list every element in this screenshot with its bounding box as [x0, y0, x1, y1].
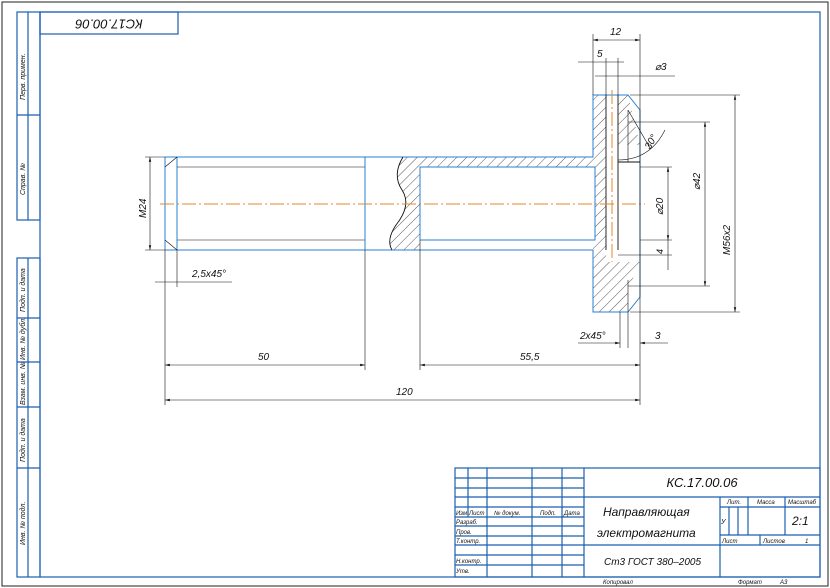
sheets-total: 1 [805, 539, 808, 545]
dim-phi3: ⌀3 [655, 62, 667, 73]
litera-value: У [720, 519, 727, 526]
dim-chamfer-2-5x45: 2,5x45° [191, 269, 226, 280]
tb-header-izm: Изм [456, 511, 467, 517]
strip-label: Инв. № подл. [19, 502, 27, 545]
tb-header-doc: № докум. [494, 510, 520, 517]
dim-angle-30: 30° [643, 133, 660, 152]
rotated-code-box [39, 11, 179, 35]
strip-label: Подп. и дата [19, 418, 27, 462]
scale-value: 2:1 [791, 514, 809, 528]
dim-m56x2: M56x2 [722, 225, 733, 255]
strip-label: Справ. № [20, 163, 27, 195]
dim-5: 5 [597, 49, 603, 60]
tb-header-sign: Подп. [540, 511, 556, 517]
tb-role: Разраб. [456, 520, 478, 526]
tb-role: Н.контр. [456, 559, 481, 565]
sheet-label: Лист [721, 539, 737, 545]
scale-label: Масштаб [788, 500, 817, 506]
tb-header-date: Дата [563, 511, 580, 517]
dim-phi42: ⌀42 [692, 172, 703, 190]
dim-55-5: 55,5 [520, 352, 540, 363]
strip-label: Инв. № дубл. [19, 317, 27, 360]
dim-phi20: ⌀20 [655, 197, 666, 215]
part-section [160, 90, 645, 313]
drawing-name-line2: электромагнита [597, 526, 696, 540]
dim-4: 4 [655, 249, 665, 254]
tb-role: Пров. [456, 530, 472, 536]
drawing-code: КС.17.00.06 [666, 475, 738, 490]
lit-label: Лит. [726, 500, 741, 506]
dim-50: 50 [258, 352, 270, 363]
material: Ст3 ГОСТ 380–2005 [604, 557, 701, 568]
format-value: А3 [779, 580, 788, 586]
format-label: Формат [738, 580, 762, 586]
strip-label: Подп. и дата [19, 268, 27, 312]
drawing-frame [39, 11, 821, 578]
mass-label: Масса [757, 500, 775, 506]
tb-role: Утв. [455, 569, 470, 575]
tb-header-list: Лист [468, 511, 484, 517]
dimensions: 12 5 ⌀3 ⌀42 M56x2 ⌀20 4 30° 2x45° 3 [138, 27, 740, 405]
sheets-label: Листов [762, 539, 785, 545]
tb-role: Т.контр. [456, 539, 480, 545]
dim-120: 120 [396, 387, 413, 398]
copied-label: Копировал [603, 580, 633, 586]
strip-label: Взам. инв. № [20, 361, 27, 405]
rotated-code: КС17.00.06 [74, 17, 142, 32]
side-strip: Перв. примен. Справ. № Подп. и дата Инв.… [16, 11, 41, 578]
title-block: Изм Лист № докум. Подп. Дата Разраб. Про… [454, 467, 821, 578]
dim-3: 3 [655, 331, 661, 342]
strip-label: Перв. примен. [20, 53, 27, 100]
dim-12: 12 [610, 27, 622, 38]
drawing-name-line1: Направляющая [603, 505, 690, 519]
dim-chamfer-2x45: 2x45° [579, 331, 606, 342]
dim-m24: M24 [138, 198, 149, 218]
